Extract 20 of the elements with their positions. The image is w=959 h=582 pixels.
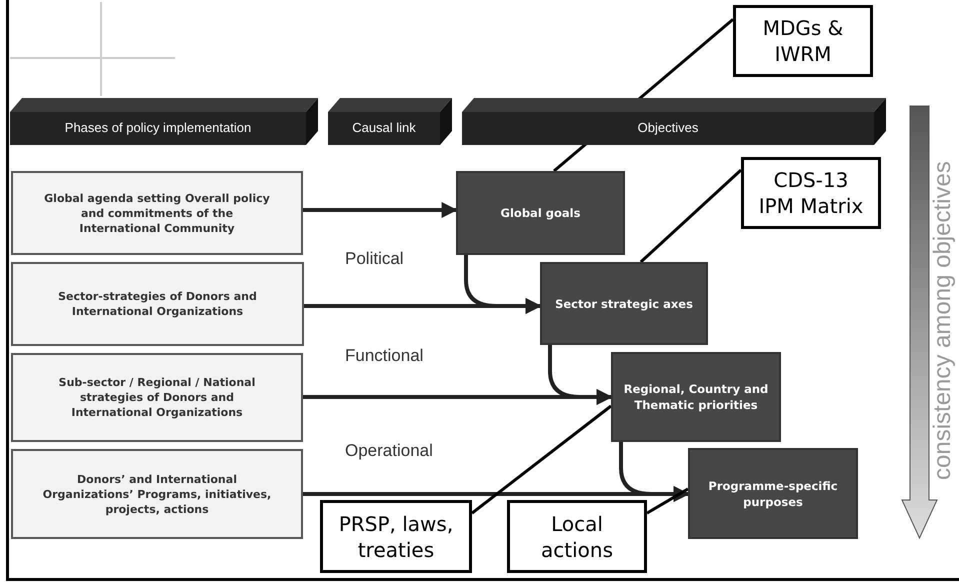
phase-box: Sector-strategies of Donors and International Organizations [11,262,304,346]
objective-box: Sector strategic axes [540,262,708,345]
arrow [303,202,458,218]
objective-box: Regional, Country and Thematic priorities [611,352,781,442]
phase-label: Operational [345,440,434,462]
callout-box: PRSP, laws, treaties [320,500,472,573]
leader-line [646,488,689,514]
objective-box: Global goals [456,171,625,255]
vertical-caption: consistency among objectives [929,160,957,482]
objective-box: Programme-specific purposes [688,448,858,539]
phase-box: Global agenda setting Overall policy and commitments of the International Community [11,171,303,255]
leader-line [640,168,742,264]
phase-box: Sub-sector / Regional / National strategies of Donors and International Organizations [11,353,303,442]
leader-line [471,404,612,514]
phase-label: Functional [345,345,424,367]
callout-box: CDS-13 IPM Matrix [741,157,881,229]
phase-box: Donors’ and International Organizations’ Programs, initiatives, projects, actions [11,449,303,539]
callout-box: MDGs & IWRM [733,5,873,77]
callout-box: Local actions [507,500,647,573]
phase-label: Political [345,248,405,270]
